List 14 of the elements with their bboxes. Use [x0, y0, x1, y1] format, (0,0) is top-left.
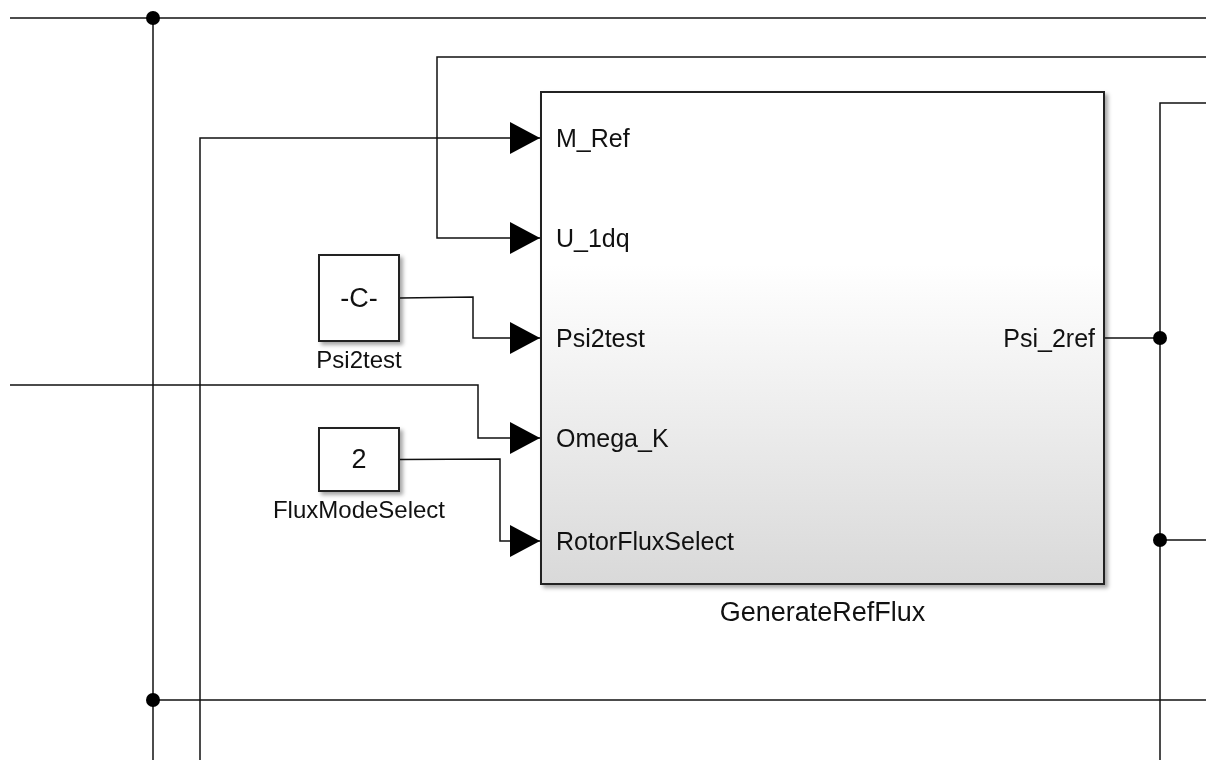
- block-name-label: GenerateRefFlux: [719, 597, 926, 628]
- port-label: Psi_2ref: [1003, 323, 1103, 353]
- block-name-label: Psi2test: [316, 346, 402, 374]
- signal-arrow: [199, 122, 541, 760]
- port-label: Omega_K: [542, 423, 669, 453]
- signal-arrow: [9, 384, 541, 454]
- signal-arrow: [436, 56, 1206, 254]
- signal-arrow: [399, 458, 541, 557]
- block-name-label: FluxModeSelect: [272, 496, 446, 524]
- port-label: RotorFluxSelect: [542, 526, 734, 556]
- port-label: Psi2test: [542, 323, 645, 353]
- signal-arrow: [399, 296, 541, 354]
- port-label: M_Ref: [542, 123, 630, 153]
- port-label: U_1dq: [542, 223, 630, 253]
